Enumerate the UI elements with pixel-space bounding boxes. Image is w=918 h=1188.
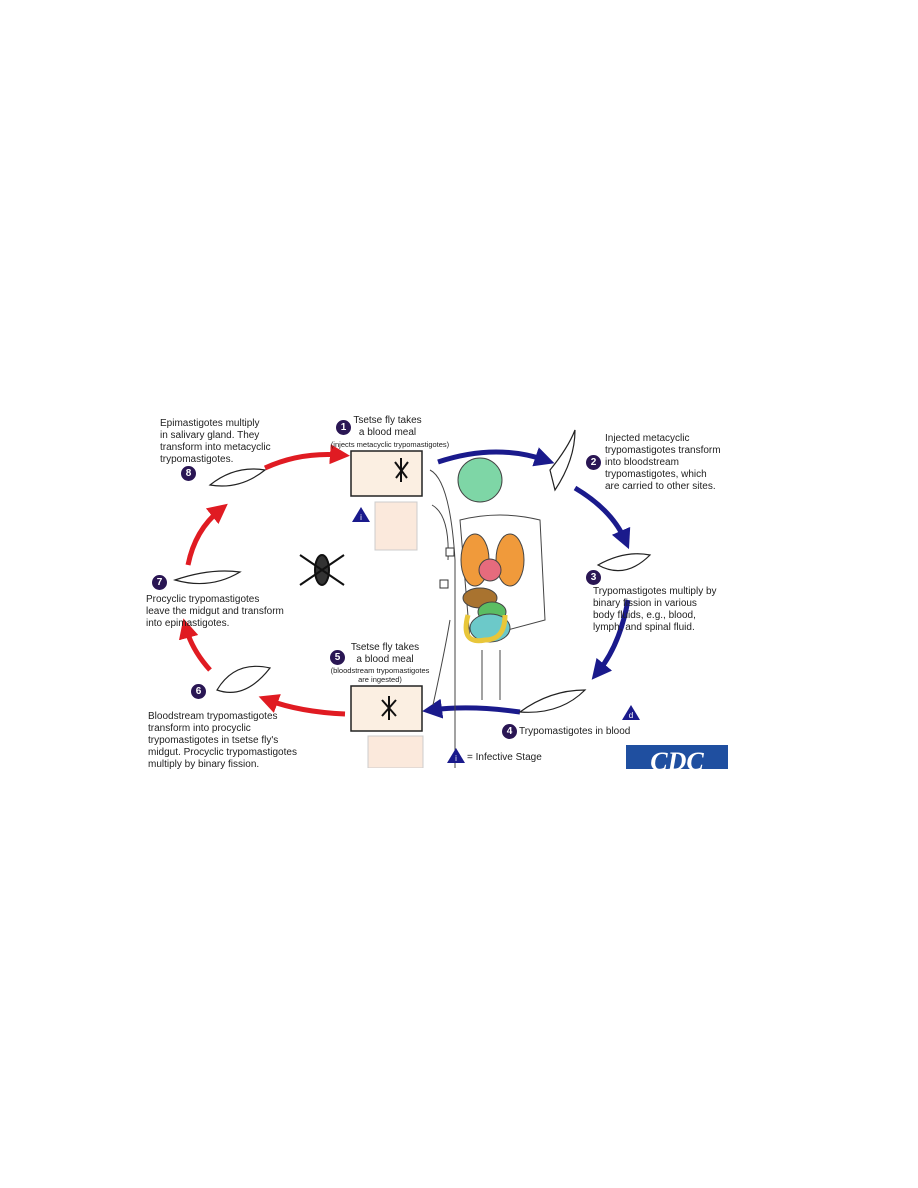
stage-badge-3: 3 bbox=[586, 570, 601, 585]
stage-badge-2: 2 bbox=[586, 455, 601, 470]
stage-3-text: Trypomastigotes multiply by binary fissi… bbox=[593, 586, 717, 633]
stage-5-title: Tsetse fly takes a blood meal bbox=[350, 642, 420, 665]
cdc-logo: CDC bbox=[626, 745, 728, 769]
bite-box-5 bbox=[350, 685, 423, 732]
stage-badge-6: 6 bbox=[191, 684, 206, 699]
parasite-box-1 bbox=[374, 501, 418, 551]
stage-badge-4: 4 bbox=[502, 724, 517, 739]
arrow-6-to-7 bbox=[178, 618, 212, 672]
stage-badge-5: 5 bbox=[330, 650, 345, 665]
stage-badge-7: 7 bbox=[152, 575, 167, 590]
svg-text:i: i bbox=[455, 754, 457, 763]
stage-badge-8: 8 bbox=[181, 466, 196, 481]
arrow-2-to-3 bbox=[573, 485, 631, 550]
stage-2-text: Injected metacyclic trypomastigotes tran… bbox=[605, 433, 721, 492]
fly-icon bbox=[394, 458, 409, 482]
stage-5-note: (bloodstream trypomastigotes are ingeste… bbox=[330, 666, 430, 684]
human-body-icon bbox=[429, 457, 546, 768]
tsetse-fly-icon bbox=[299, 554, 345, 586]
arrow-4-to-5 bbox=[422, 698, 521, 719]
stage-6-text: Bloodstream trypomastigotes transform in… bbox=[148, 711, 297, 770]
diagnostic-stage-icon: d bbox=[622, 705, 640, 720]
arrow-8-to-1 bbox=[263, 444, 350, 471]
arrow-3-to-4 bbox=[591, 599, 631, 680]
stage-1-note: (injects metacyclic trypomastigotes) bbox=[330, 440, 450, 449]
fly-icon bbox=[381, 696, 397, 720]
arrow-5-to-6 bbox=[258, 694, 346, 717]
legend-infective-label: = Infective Stage bbox=[467, 752, 542, 763]
stage-8-text: Epimastigotes multiply in salivary gland… bbox=[160, 418, 271, 465]
parasite-box-5 bbox=[367, 735, 424, 769]
bite-box-1 bbox=[350, 450, 423, 497]
svg-text:d: d bbox=[629, 711, 633, 720]
stage-badge-1: 1 bbox=[336, 420, 351, 435]
stage-7-text: Procyclic trypomastigotes leave the midg… bbox=[146, 594, 284, 629]
trypanosome-icon bbox=[172, 429, 652, 713]
infective-stage-icon: i bbox=[352, 507, 370, 522]
legend-infective-icon: i bbox=[447, 748, 465, 763]
arrow-7-to-8 bbox=[185, 503, 228, 566]
arrow-1-to-2 bbox=[437, 447, 555, 467]
svg-text:i: i bbox=[360, 513, 362, 522]
stage-1-title: Tsetse fly takes a blood meal bbox=[353, 415, 422, 438]
stage-4-text: Trypomastigotes in blood bbox=[519, 726, 631, 737]
